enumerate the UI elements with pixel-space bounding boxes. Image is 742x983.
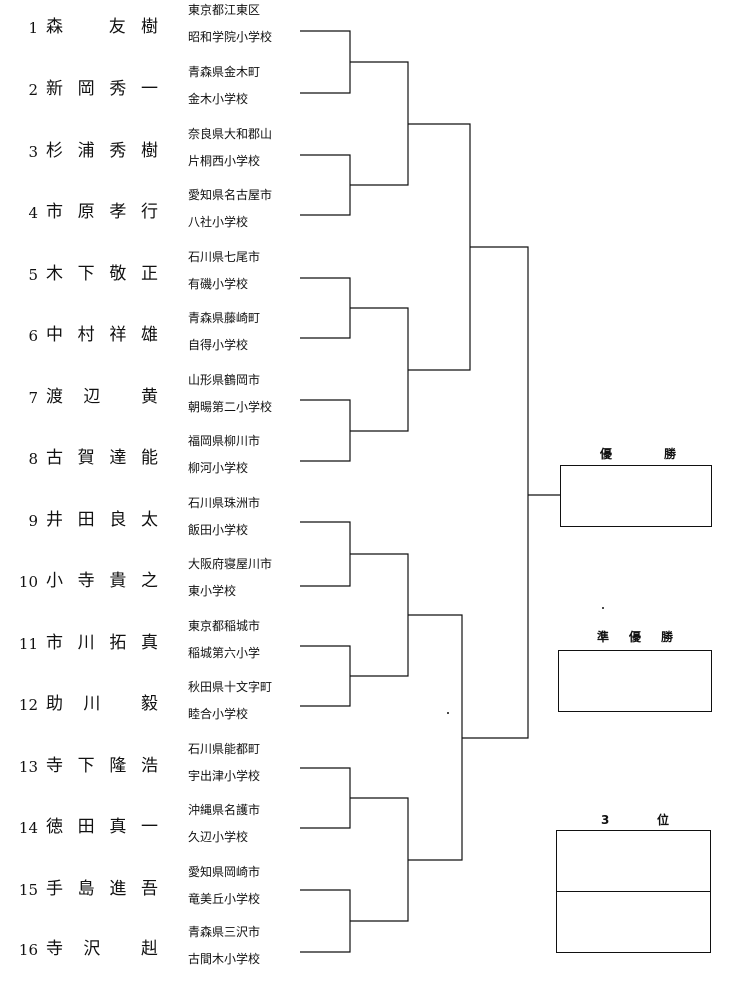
affiliation-region: 東京都稲城市 [188,619,261,633]
affiliation-school: 飯田小学校 [188,523,249,537]
bracket-line-r1-m3 [300,277,351,339]
seed-number: 7 [28,389,38,407]
affiliation-school: 昭和学院小学校 [188,30,273,44]
affiliation-school: 古間木小学校 [188,952,261,966]
seed-number: 3 [28,143,38,161]
seed-number: 10 [18,573,38,591]
bracket-line-r1-m4 [300,399,351,462]
affiliation-school: 稲城第六小学 [188,646,261,660]
runner-up-box [558,650,712,712]
affiliation-region: 山形県鶴岡市 [188,373,261,387]
affiliation-region: 秋田県十文字町 [188,680,273,694]
affiliation-school: 東小学校 [188,584,237,598]
player-name: 古賀達能 [46,448,158,468]
affiliation-school: 自得小学校 [188,338,249,352]
seed-number: 11 [18,635,38,653]
affiliation-school: 片桐西小学校 [188,154,261,168]
affiliation-region: 青森県三沢市 [188,925,261,939]
player-name: 市川拓真 [46,633,158,653]
winner-label: 優勝 [600,447,676,461]
seed-number: 16 [18,941,38,959]
affiliation-region: 青森県金木町 [188,65,261,79]
affiliation-region: 愛知県名古屋市 [188,188,273,202]
bracket-line-sf-1 [408,123,471,371]
player-name: 木下敬正 [46,264,158,284]
player-name: 寺沢赳 [46,939,158,959]
player-name: 中村祥雄 [46,325,158,345]
player-name: 市原孝行 [46,202,158,222]
seed-number: 12 [18,696,38,714]
affiliation-school: 宇出津小学校 [188,769,261,783]
affiliation-region: 沖縄県名護市 [188,803,261,817]
affiliation-region: 奈良県大和郡山 [188,127,273,141]
affiliation-school: 八社小学校 [188,215,249,229]
third-place-box-2 [556,891,711,953]
affiliation-region: 東京都江東区 [188,3,261,17]
third-place-box-1 [556,830,711,892]
affiliation-region: 青森県藤崎町 [188,311,261,325]
bracket-line-r2-m2 [350,307,409,432]
player-name: 小寺貴之 [46,571,158,591]
player-name: 井田良太 [46,510,158,530]
seed-number: 2 [28,81,38,99]
affiliation-region: 愛知県岡崎市 [188,865,261,879]
affiliation-region: 大阪府寝屋川市 [188,557,273,571]
affiliation-region: 石川県七尾市 [188,250,261,264]
bracket-line-r1-m7 [300,767,351,829]
seed-number: 4 [28,204,38,222]
seed-number: 5 [28,266,38,284]
affiliation-school: 竜美丘小学校 [188,892,261,906]
seed-number: 9 [28,512,38,530]
player-name: 杉浦秀樹 [46,141,158,161]
winner-box [560,465,712,527]
player-name: 森友樹 [46,17,158,37]
affiliation-region: 石川県能都町 [188,742,261,756]
player-name: 助川毅 [46,694,158,714]
bracket-line-r2-m1 [350,61,409,186]
affiliation-school: 柳河小学校 [188,461,249,475]
seed-number: 15 [18,881,38,899]
affiliation-school: 金木小学校 [188,92,249,106]
seed-number: 1 [28,19,38,37]
bracket-line-sf-2 [408,614,463,861]
player-name: 新岡秀一 [46,79,158,99]
bracket-line-final [462,246,529,739]
affiliation-school: 有磯小学校 [188,277,249,291]
affiliation-region: 福岡県柳川市 [188,434,261,448]
bracket-line-r2-m4 [350,797,409,922]
bracket-line-r1-m8 [300,889,351,953]
bracket-line-r1-m5 [300,521,351,587]
runner-up-label: 準優勝 [597,630,673,644]
seed-number: 6 [28,327,38,345]
player-name: 寺下隆浩 [46,756,158,776]
bracket-line-r1-m2 [300,154,351,216]
affiliation-school: 朝暘第二小学校 [188,400,273,414]
stray-dot [447,712,449,714]
player-name: 渡辺黄 [46,387,158,407]
player-name: 徳田真一 [46,817,158,837]
stray-dot [602,607,604,609]
bracket-line-r2-m3 [350,553,409,677]
player-name: 手島進吾 [46,879,158,899]
affiliation-school: 久辺小学校 [188,830,249,844]
seed-number: 14 [18,819,38,837]
affiliation-region: 石川県珠洲市 [188,496,261,510]
affiliation-school: 睦合小学校 [188,707,249,721]
seed-number: 13 [18,758,38,776]
seed-number: 8 [28,450,38,468]
bracket-line-r1-m6 [300,645,351,707]
bracket-line-r1-m1 [300,30,351,94]
